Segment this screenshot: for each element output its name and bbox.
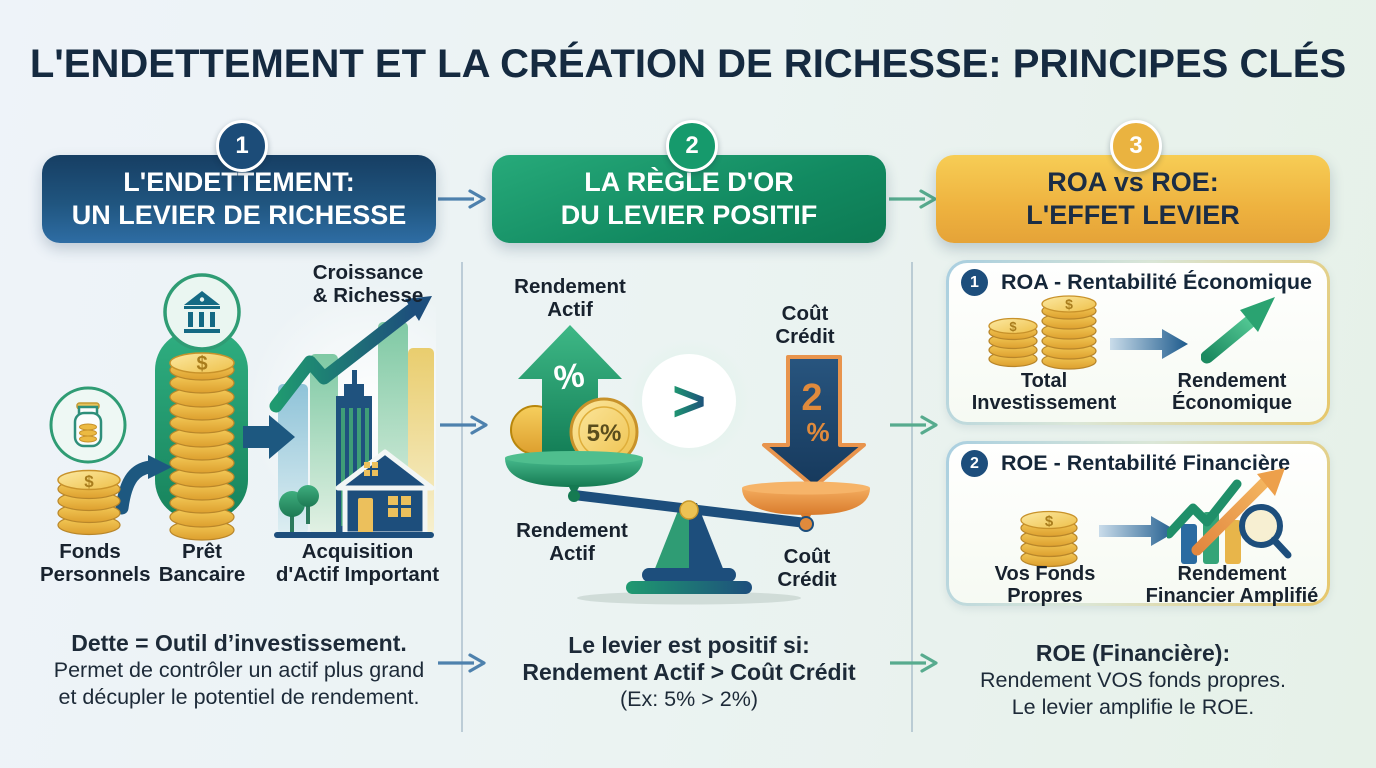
- footer-golden-rule-example: (Ex: 5% > 2%): [619, 687, 758, 711]
- body-arrow-1-2-icon: [438, 414, 490, 436]
- growth-buildings-icon: [247, 283, 436, 538]
- header-roa-roe-line2: L'EFFET LEVIER: [1026, 200, 1240, 230]
- balance-illustration: % 5% 2 %: [505, 325, 870, 605]
- card-roa-title: ROA - Rentabilité Économique: [1001, 270, 1312, 294]
- footer-roe: ROE (Financière): Rendement VOS fonds pr…: [928, 640, 1338, 721]
- header-debt-line2: UN LEVIER DE RICHESSE: [71, 200, 407, 230]
- card-roa: 1 ROA - Rentabilité Économique $ $: [946, 260, 1330, 425]
- house-icon: [335, 449, 435, 537]
- left-pan-icon: [505, 451, 643, 497]
- svg-text:$: $: [1009, 319, 1017, 334]
- step-number-1: 1: [216, 120, 268, 172]
- header-arrow-1-2-icon: [436, 188, 488, 210]
- bank-icon: [163, 273, 241, 351]
- debt-illustration: $ $: [49, 273, 436, 541]
- personal-funds-coin-stack-icon: $: [57, 469, 121, 536]
- footer-golden-rule-bold2: Rendement Actif > Coût Crédit: [522, 659, 856, 685]
- magnifier-icon: [1239, 504, 1292, 559]
- footer-golden-rule: Le levier est positif si: Rendement Acti…: [484, 632, 894, 713]
- header-roa-roe-line1: ROA vs ROE:: [1047, 167, 1219, 197]
- growth-richness-label: Croissance& Richesse: [312, 261, 424, 307]
- rising-arrow-icon: [269, 296, 432, 413]
- header-debt-line1: L'ENDETTEMENT:: [123, 167, 355, 197]
- svg-text:2: 2: [801, 377, 822, 419]
- footer-roe-bold: ROE (Financière):: [1035, 640, 1231, 666]
- svg-text:$: $: [1065, 296, 1073, 312]
- balance-scale-stand: [568, 490, 814, 605]
- funds-to-loan-arrow-icon: [115, 455, 172, 515]
- card-roe-title: ROE - Rentabilité Financière: [1001, 451, 1291, 475]
- step-number-2: 2: [666, 120, 718, 172]
- divider-2: [911, 262, 913, 732]
- svg-text:%: %: [552, 356, 587, 398]
- economic-return-arrow-icon: [1201, 297, 1275, 364]
- page-title: L'ENDETTEMENT ET LA CRÉATION DE RICHESSE…: [29, 42, 1347, 86]
- body-arrow-2-3-icon: [888, 414, 940, 436]
- footer-arrow-2-3-icon: [888, 652, 940, 674]
- right-arrow-icon: [1110, 329, 1188, 359]
- header-golden-rule-line2: DU LEVIER POSITIF: [560, 200, 818, 230]
- svg-text:$: $: [196, 353, 207, 375]
- header-arrow-2-3-icon: [887, 188, 939, 210]
- card-roa-badge: 1: [961, 269, 988, 296]
- step-number-3: 3: [1110, 120, 1162, 172]
- footer-golden-rule-bold1: Le levier est positif si:: [568, 632, 810, 658]
- header-golden-rule-line1: LA RÈGLE D'OR: [584, 167, 794, 197]
- baseline: [274, 532, 434, 538]
- own-funds-coins-icon: $: [1020, 510, 1078, 568]
- footer-arrow-1-2-icon: [436, 652, 488, 674]
- card-roe-badge: 2: [961, 450, 988, 477]
- footer-debt-line2: et décupler le potentiel de rendement.: [58, 685, 420, 709]
- bank-loan-coin-stack-icon: $: [169, 352, 235, 541]
- loan-to-asset-arrow-icon: [243, 415, 295, 459]
- total-investment-coins-icon: $ $: [988, 295, 1097, 370]
- footer-roe-line1: Rendement VOS fonds propres.: [980, 668, 1286, 692]
- svg-text:>: >: [672, 369, 706, 434]
- svg-text:%: %: [806, 417, 829, 447]
- svg-text:5%: 5%: [587, 420, 622, 447]
- svg-text:$: $: [1045, 513, 1054, 530]
- greater-than-icon: >: [642, 354, 736, 448]
- svg-text:$: $: [84, 472, 94, 491]
- credit-cost-down-arrow-icon: 2 %: [762, 355, 866, 489]
- right-arrow-icon: [1099, 516, 1177, 546]
- card-roe: 2 ROE - Rentabilité Financière $: [946, 441, 1330, 606]
- footer-debt-line1: Permet de contrôler un actif plus grand: [53, 658, 425, 682]
- trees-icon: [279, 485, 319, 532]
- footer-debt-bold: Dette = Outil d’investissement.: [71, 630, 407, 656]
- footer-debt: Dette = Outil d’investissement. Permet d…: [34, 630, 444, 711]
- amplified-return-chart-icon: [1167, 468, 1292, 564]
- divider-1: [461, 262, 463, 732]
- footer-roe-line2: Le levier amplifie le ROE.: [1011, 695, 1255, 719]
- header-roa-roe: ROA vs ROE: L'EFFET LEVIER: [936, 155, 1330, 243]
- jar-coins-icon: [49, 386, 127, 464]
- right-pan-icon: [742, 481, 870, 525]
